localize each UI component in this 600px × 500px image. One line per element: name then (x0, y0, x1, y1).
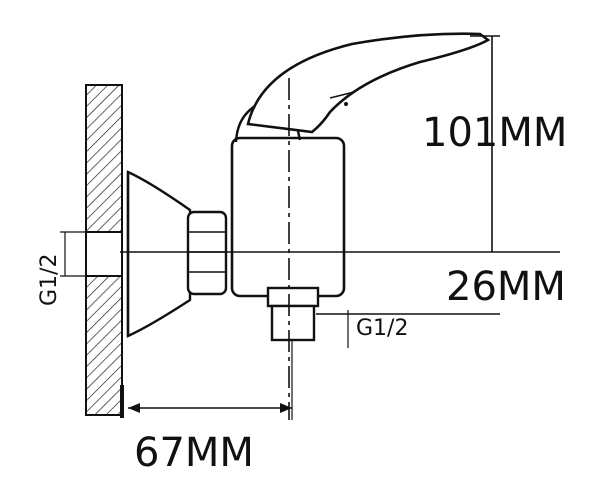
lever-handle (246, 32, 491, 134)
label-outlet-offset: 26MM (446, 264, 566, 310)
height-dimension (470, 35, 500, 252)
escutcheon (126, 170, 192, 338)
connector-nut (186, 210, 228, 296)
label-depth: 67MM (134, 430, 254, 476)
outlet-pipe (266, 286, 320, 342)
inlet-pipe (60, 231, 123, 277)
label-height: 101MM (422, 110, 567, 156)
depth-dimension (128, 340, 293, 420)
label-inlet-thread: G1/2 (37, 254, 62, 306)
label-outlet-thread: G1/2 (356, 316, 408, 341)
